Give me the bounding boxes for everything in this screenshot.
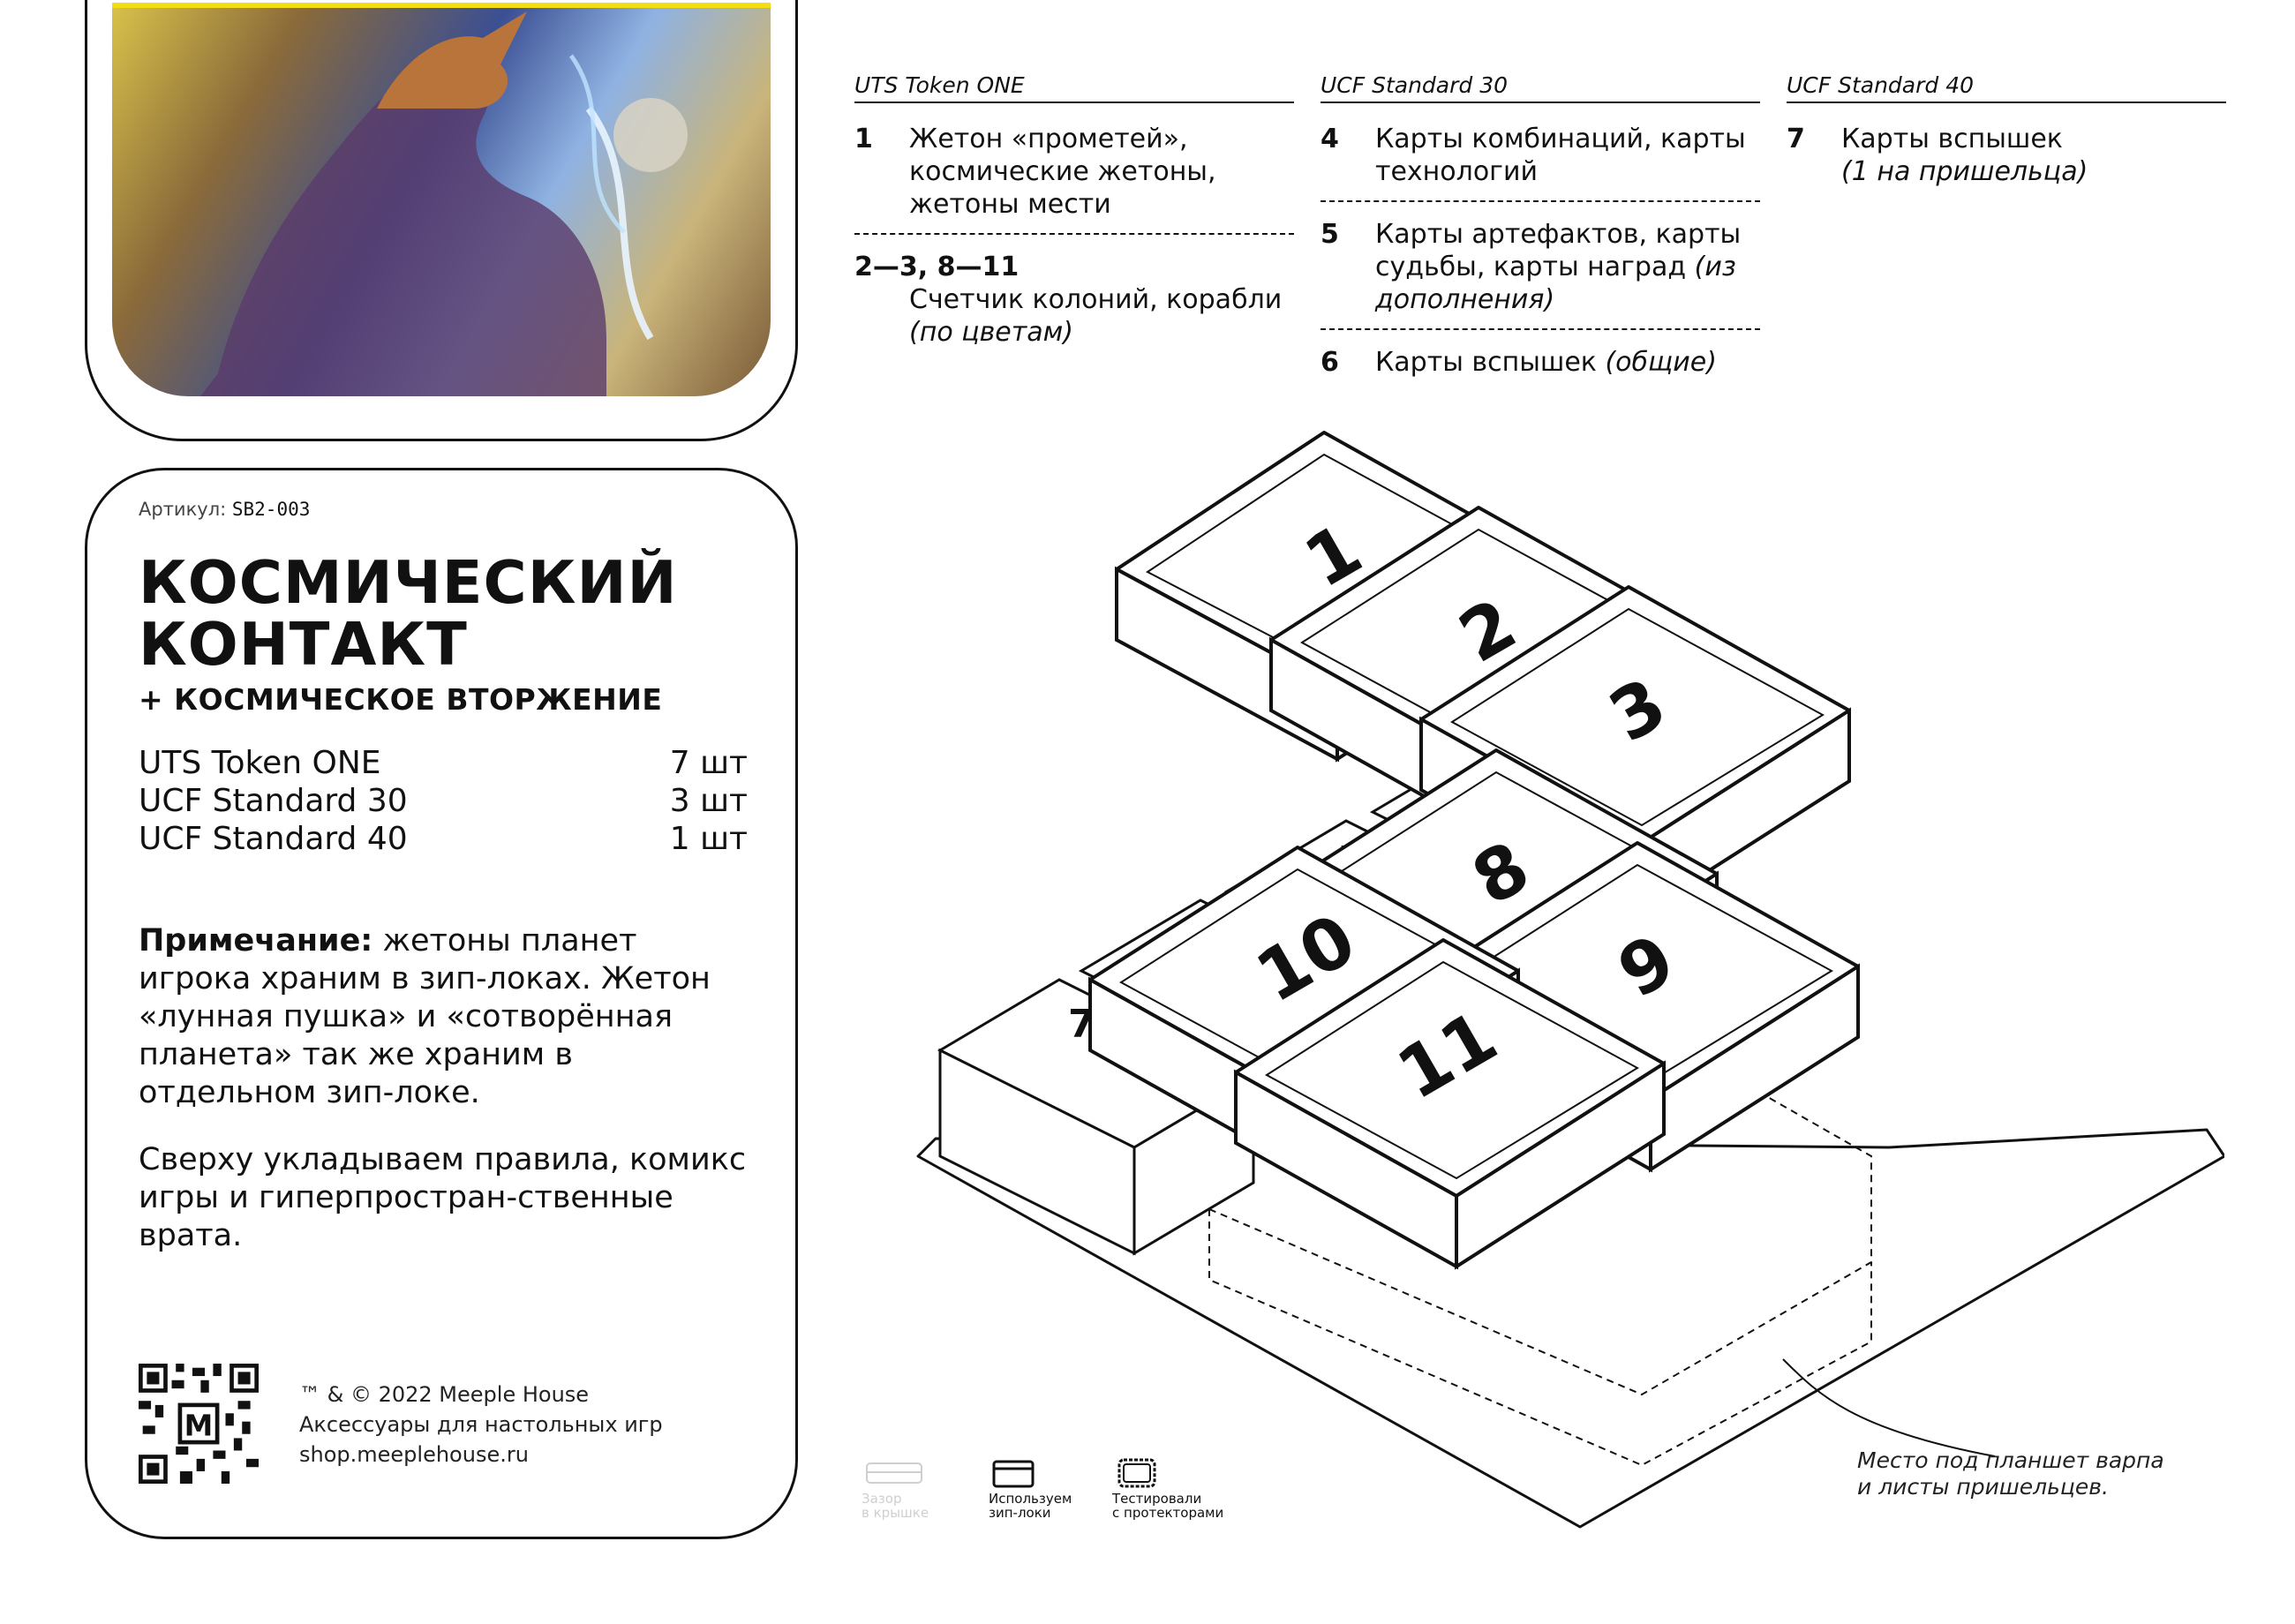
- title-line-1: Космический: [139, 548, 678, 617]
- organizer-layout-diagram: 7 6 5 4 1 2 3: [916, 431, 2224, 1529]
- callout-line-1: Место под планшет варпа: [1857, 1447, 2164, 1473]
- item-note: (из дополнения): [1375, 252, 1736, 315]
- component-counts: UTS Token ONE 7 шт UCF Standard 30 3 шт …: [139, 744, 748, 858]
- note-text: жетоны планет игрока храним в зип-локах.…: [139, 923, 711, 1110]
- cover-art-card: [85, 0, 798, 441]
- note-paragraph: Примечание: жетоны планет игрока храним …: [139, 922, 748, 1112]
- legend-lid-gap: Зазор в крышке: [862, 1456, 985, 1520]
- sku-label: Артикул:: [139, 499, 227, 520]
- item-number: 2—3, 8—11: [854, 252, 1020, 282]
- item-number: 1: [854, 124, 873, 154]
- qr-center-letter: M: [184, 1410, 214, 1443]
- item-note: (по цветам): [909, 317, 1073, 348]
- sku-code: SB2-003: [231, 499, 311, 520]
- column-ucf-standard-40: UCF Standard 40 7 Карты вспышек(1 на при…: [1787, 72, 2226, 200]
- item-note: (1 на пришельца): [1841, 156, 2088, 187]
- legend-line-1: Тестировали: [1112, 1491, 1202, 1507]
- creature-silhouette: [200, 11, 688, 396]
- item-text: Карты артефактов, карты судьбы, карты на…: [1375, 219, 1742, 282]
- legend-line-1: Используем: [989, 1491, 1072, 1507]
- count-qty: 7 шт: [669, 745, 748, 781]
- note-label: Примечание:: [139, 923, 373, 959]
- legend-line-2: в крышке: [862, 1505, 929, 1521]
- count-row: UCF Standard 40 1 шт: [139, 820, 748, 858]
- count-row: UCF Standard 30 3 шт: [139, 782, 748, 820]
- zip-lock-icon: [992, 1460, 1035, 1488]
- base-board: [916, 1128, 2224, 1529]
- list-item: 1 Жетон «прометей», космические жетоны, …: [854, 123, 1294, 235]
- item-text: Счетчик колоний, корабли: [909, 284, 1283, 315]
- item-number: 7: [1787, 124, 1805, 154]
- list-item: 4 Карты комбинаций, карты технологий: [1321, 123, 1760, 202]
- warp-board-callout: Место под планшет варпа и листы пришельц…: [1857, 1447, 2164, 1500]
- product-title: Космический Контакт: [139, 552, 678, 675]
- list-item: 7 Карты вспышек(1 на пришельца): [1787, 123, 2226, 200]
- count-qty: 1 шт: [669, 821, 748, 857]
- legend-line-2: с протекторами: [1112, 1505, 1224, 1521]
- accent-stripe: [112, 3, 771, 8]
- list-item: 6 Карты вспышек (общие): [1321, 346, 1760, 391]
- card-sleeve-icon: [1117, 1458, 1156, 1488]
- count-name: UCF Standard 30: [139, 783, 408, 819]
- copyright: ™ & © 2022 Meeple House: [299, 1382, 590, 1407]
- shop-link[interactable]: shop.meeplehouse.ru: [299, 1442, 529, 1467]
- legend-sleeves: Тестировали с протекторами: [1112, 1456, 1236, 1520]
- column-heading: UCF Standard 40: [1787, 72, 2226, 103]
- item-number: 5: [1321, 219, 1339, 250]
- column-heading: UCF Standard 30: [1321, 72, 1760, 103]
- tagline: Аксессуары для настольных игр: [299, 1412, 663, 1437]
- legend-line-1: Зазор: [862, 1491, 902, 1507]
- sku: Артикул: SB2-003: [139, 499, 310, 520]
- item-number: 6: [1321, 347, 1339, 378]
- count-qty: 3 шт: [669, 783, 748, 819]
- warp-board-area-edge: [1208, 1209, 1872, 1467]
- product-info-card: Артикул: SB2-003 Космический Контакт + К…: [85, 468, 798, 1539]
- callout-line-2: и листы пришельцев.: [1857, 1474, 2109, 1500]
- list-item: 5 Карты артефактов, карты судьбы, карты …: [1321, 218, 1760, 330]
- callout-leader: [1782, 1358, 1996, 1457]
- note-paragraph-2: Сверху укладываем правила, комикс игры и…: [139, 1142, 747, 1253]
- column-ucf-standard-30: UCF Standard 30 4 Карты комбинаций, карт…: [1321, 72, 1760, 391]
- count-name: UTS Token ONE: [139, 745, 381, 781]
- title-line-2: Контакт: [139, 610, 468, 679]
- qr-code-icon: M: [139, 1364, 259, 1484]
- item-number: 4: [1321, 124, 1339, 154]
- cover-illustration: [112, 3, 771, 396]
- tray-11: 11: [1234, 938, 1666, 1270]
- legend-line-2: зип-локи: [989, 1505, 1051, 1521]
- lid-gap-icon: [866, 1462, 922, 1484]
- product-subtitle: + КОСМИЧЕСКОЕ ВТОРЖЕНИЕ: [139, 682, 663, 717]
- count-name: UCF Standard 40: [139, 821, 408, 857]
- item-text: Карты вспышек: [1375, 347, 1606, 378]
- legend-zip-locks: Используем зип-локи: [989, 1456, 1112, 1520]
- item-text: Карты вспышек: [1841, 124, 2063, 154]
- column-heading: UTS Token ONE: [854, 72, 1294, 103]
- credits: ™ & © 2022 Meeple House Аксессуары для н…: [299, 1380, 663, 1470]
- column-uts-token-one: UTS Token ONE 1 Жетон «прометей», космич…: [854, 72, 1294, 361]
- list-item: 2—3, 8—11 Счетчик колоний, корабли (по ц…: [854, 251, 1294, 361]
- item-text: Карты комбинаций, карты технологий: [1375, 124, 1746, 187]
- item-note: (общие): [1605, 347, 1717, 378]
- item-text: Жетон «прометей», космические жетоны, же…: [909, 124, 1216, 220]
- count-row: UTS Token ONE 7 шт: [139, 744, 748, 782]
